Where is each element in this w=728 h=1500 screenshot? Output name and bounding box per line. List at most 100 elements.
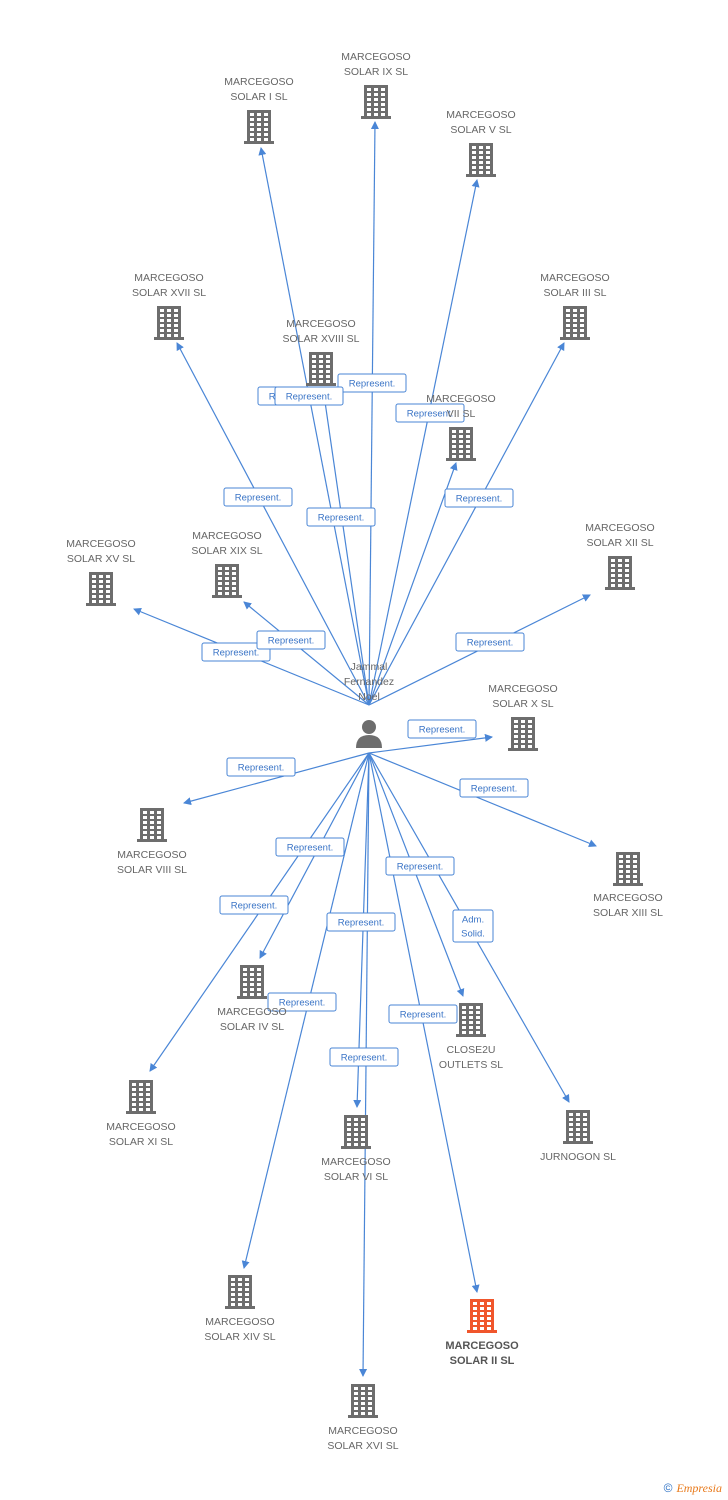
- person-name: Noel: [358, 691, 380, 703]
- edge-n1: [258, 147, 370, 706]
- company-name: SOLAR I SL: [230, 91, 287, 103]
- edge-label-n21[interactable]: Represent.: [329, 1047, 399, 1067]
- company-name: MARCEGOSO: [321, 1156, 390, 1168]
- building-icon: [560, 306, 590, 340]
- company-name: SOLAR XVII SL: [132, 287, 206, 299]
- company-name: MARCEGOSO: [205, 1316, 274, 1328]
- edge-label-n19[interactable]: Represent.: [267, 992, 337, 1012]
- company-name: MARCEGOSO: [106, 1121, 175, 1133]
- edge-label-n6[interactable]: Represent.: [444, 488, 514, 508]
- edge-label-box: [219, 895, 289, 915]
- building-icon: [605, 556, 635, 590]
- edge-label-n15[interactable]: Represent.: [385, 856, 455, 876]
- company-name: SOLAR II SL: [450, 1355, 515, 1367]
- building-icon: [225, 1275, 255, 1309]
- person-name: Fernandez: [344, 676, 394, 688]
- edge-label-n11[interactable]: Represent.: [407, 719, 477, 739]
- edge-label-box: [337, 373, 407, 393]
- building-icon: [237, 965, 267, 999]
- edge-label-n20[interactable]: Represent.: [388, 1004, 458, 1024]
- edge-label-text: Represent.: [341, 1053, 387, 1064]
- company-name: SOLAR XIX SL: [191, 545, 262, 557]
- company-node-n10[interactable]: MARCEGOSO SOLAR XII SL: [585, 522, 655, 590]
- building-icon: [341, 1115, 371, 1149]
- edge-label-n8[interactable]: Represent.: [201, 642, 271, 662]
- building-icon: [137, 808, 167, 842]
- edge-label-text: Represent.: [279, 998, 325, 1009]
- building-icon: [86, 572, 116, 606]
- company-name: MARCEGOSO: [66, 538, 135, 550]
- company-name: CLOSE2U: [446, 1044, 495, 1056]
- edge-label-box: [201, 642, 271, 662]
- edge-label-n5[interactable]: Represent.: [274, 386, 344, 406]
- company-name: MARCEGOSO: [426, 393, 495, 405]
- company-node-n18[interactable]: JURNOGON SL: [540, 1110, 616, 1163]
- edge-label-box: [267, 992, 337, 1012]
- company-name: MARCEGOSO: [488, 683, 557, 695]
- edge-label-n10[interactable]: Represent.: [455, 632, 525, 652]
- company-name: MARCEGOSO: [445, 1340, 519, 1352]
- edge-label-box: [274, 386, 344, 406]
- edge-n5: [320, 387, 370, 706]
- company-name: JURNOGON SL: [540, 1151, 616, 1163]
- edge-label-n3[interactable]: Represent.: [395, 403, 465, 423]
- edge-label-n18[interactable]: Adm.Solid.: [452, 909, 494, 943]
- company-name: SOLAR V SL: [450, 124, 511, 136]
- edge-label-text: Represent.: [349, 379, 395, 390]
- edge-label-text: Represent.: [467, 638, 513, 649]
- edge-n6: [368, 342, 565, 706]
- company-node-n1[interactable]: MARCEGOSO SOLAR I SL: [224, 76, 294, 144]
- company-name: SOLAR IV SL: [220, 1021, 284, 1033]
- edge-label-box: [452, 909, 494, 943]
- edge-label-box: [459, 778, 529, 798]
- edge-label-n14[interactable]: Represent.: [275, 837, 345, 857]
- edge-label-n9[interactable]: Represent.: [256, 630, 326, 650]
- edge-label-box: [444, 488, 514, 508]
- edge-labels-layer: Represent.Represent.Represent.Represent.…: [201, 373, 529, 1067]
- copyright-icon: ©: [663, 1481, 673, 1495]
- edge-label-n13[interactable]: Represent.: [459, 778, 529, 798]
- edge-label-text: Represent.: [419, 725, 465, 736]
- building-icon: [456, 1003, 486, 1037]
- edge-label-n2[interactable]: Represent.: [337, 373, 407, 393]
- brand-logo-text: Empresia: [676, 1481, 722, 1495]
- footer-brand[interactable]: ©Empresia: [664, 1481, 722, 1496]
- edge-label-box: [306, 507, 376, 527]
- edge-label-n17[interactable]: Represent.: [326, 912, 396, 932]
- edge-label-box: [455, 632, 525, 652]
- edge-label-text: Represent.: [286, 392, 332, 403]
- edge-label-n16[interactable]: Represent.: [219, 895, 289, 915]
- company-node-n20[interactable]: MARCEGOSO SOLAR II SL: [445, 1299, 519, 1367]
- edge-label-text: Solid.: [461, 929, 485, 940]
- edge-label-n12[interactable]: Represent.: [226, 757, 296, 777]
- company-name: SOLAR XII SL: [586, 537, 653, 549]
- company-name: MARCEGOSO: [224, 76, 293, 88]
- building-icon: [348, 1384, 378, 1418]
- company-name: SOLAR XIII SL: [593, 907, 663, 919]
- edge-label-text: Represent.: [238, 763, 284, 774]
- edge-label-n7[interactable]: Represent.: [306, 507, 376, 527]
- company-name: MARCEGOSO: [585, 522, 654, 534]
- edge-label-n4[interactable]: Represent.: [223, 487, 293, 507]
- edge-label-box: [223, 487, 293, 507]
- edge-label-text: Represent.: [231, 901, 277, 912]
